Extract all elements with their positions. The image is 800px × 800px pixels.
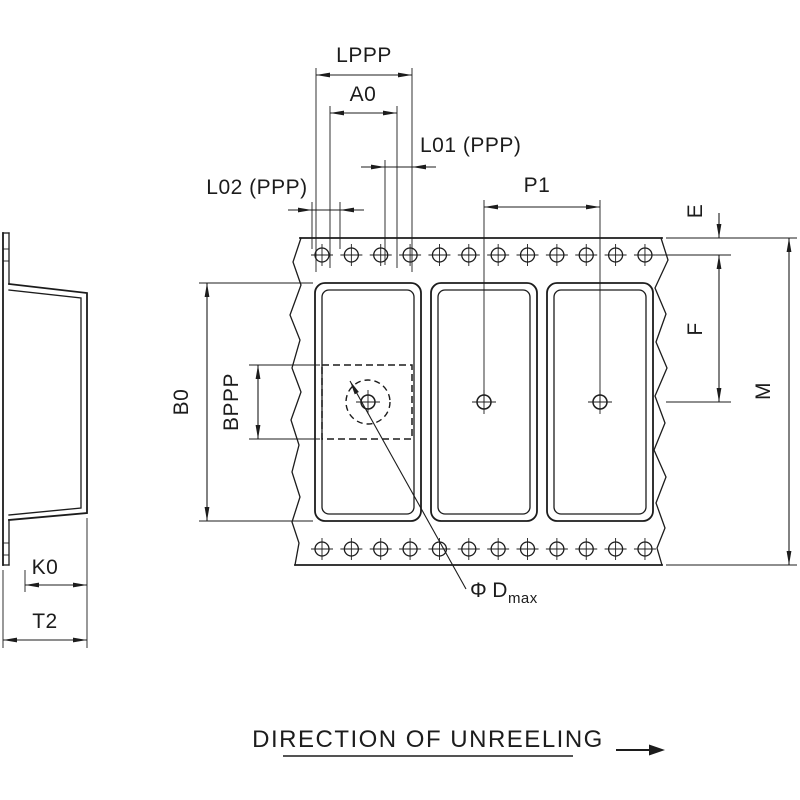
dim-lppp: LPPP bbox=[315, 44, 413, 272]
dmax-dashed-circle bbox=[345, 379, 391, 425]
p1-label: P1 bbox=[524, 174, 551, 197]
pocket-profile-outer bbox=[8, 283, 88, 521]
dim-f: F bbox=[666, 255, 731, 403]
tape-torn-edge-left bbox=[289, 237, 302, 566]
dim-l02: L02 (PPP) bbox=[206, 176, 364, 249]
a0-label: A0 bbox=[350, 83, 377, 106]
dim-l01: L01 (PPP) bbox=[361, 134, 521, 265]
t2-label: T2 bbox=[32, 610, 58, 633]
dim-p1: P1 bbox=[483, 174, 601, 402]
tape-torn-edge-right bbox=[653, 237, 669, 566]
k0-label: K0 bbox=[32, 556, 59, 579]
sprocket-holes bbox=[311, 244, 656, 560]
dim-t2: T2 bbox=[2, 570, 87, 648]
dmax-leader-line bbox=[349, 380, 467, 590]
component-dashed-outline bbox=[321, 364, 413, 440]
dim-m: M bbox=[666, 237, 797, 566]
direction-of-unreeling-label: DIRECTION OF UNREELING bbox=[252, 726, 604, 753]
carrier-tape bbox=[289, 237, 669, 566]
lppp-label: LPPP bbox=[336, 44, 392, 67]
l01-label: L01 (PPP) bbox=[420, 134, 521, 157]
l02-label: L02 (PPP) bbox=[206, 176, 307, 199]
b0-label: B0 bbox=[170, 389, 193, 416]
dim-k0: K0 bbox=[24, 518, 88, 648]
dim-e: E bbox=[656, 204, 731, 256]
side-view: K0 T2 bbox=[2, 232, 88, 648]
pocket-profile-inner bbox=[8, 289, 82, 516]
m-label: M bbox=[752, 382, 775, 400]
dim-a0: A0 bbox=[329, 83, 398, 268]
f-label: F bbox=[684, 322, 707, 335]
e-label: E bbox=[684, 204, 707, 219]
dim-bppp: BPPP bbox=[220, 364, 320, 440]
unreeling-arrow-head-icon bbox=[649, 744, 665, 756]
dim-b0: B0 bbox=[170, 282, 313, 522]
footer: DIRECTION OF UNREELING bbox=[252, 726, 665, 757]
pocket-outline-outer bbox=[314, 282, 422, 522]
bppp-label: BPPP bbox=[220, 373, 243, 431]
